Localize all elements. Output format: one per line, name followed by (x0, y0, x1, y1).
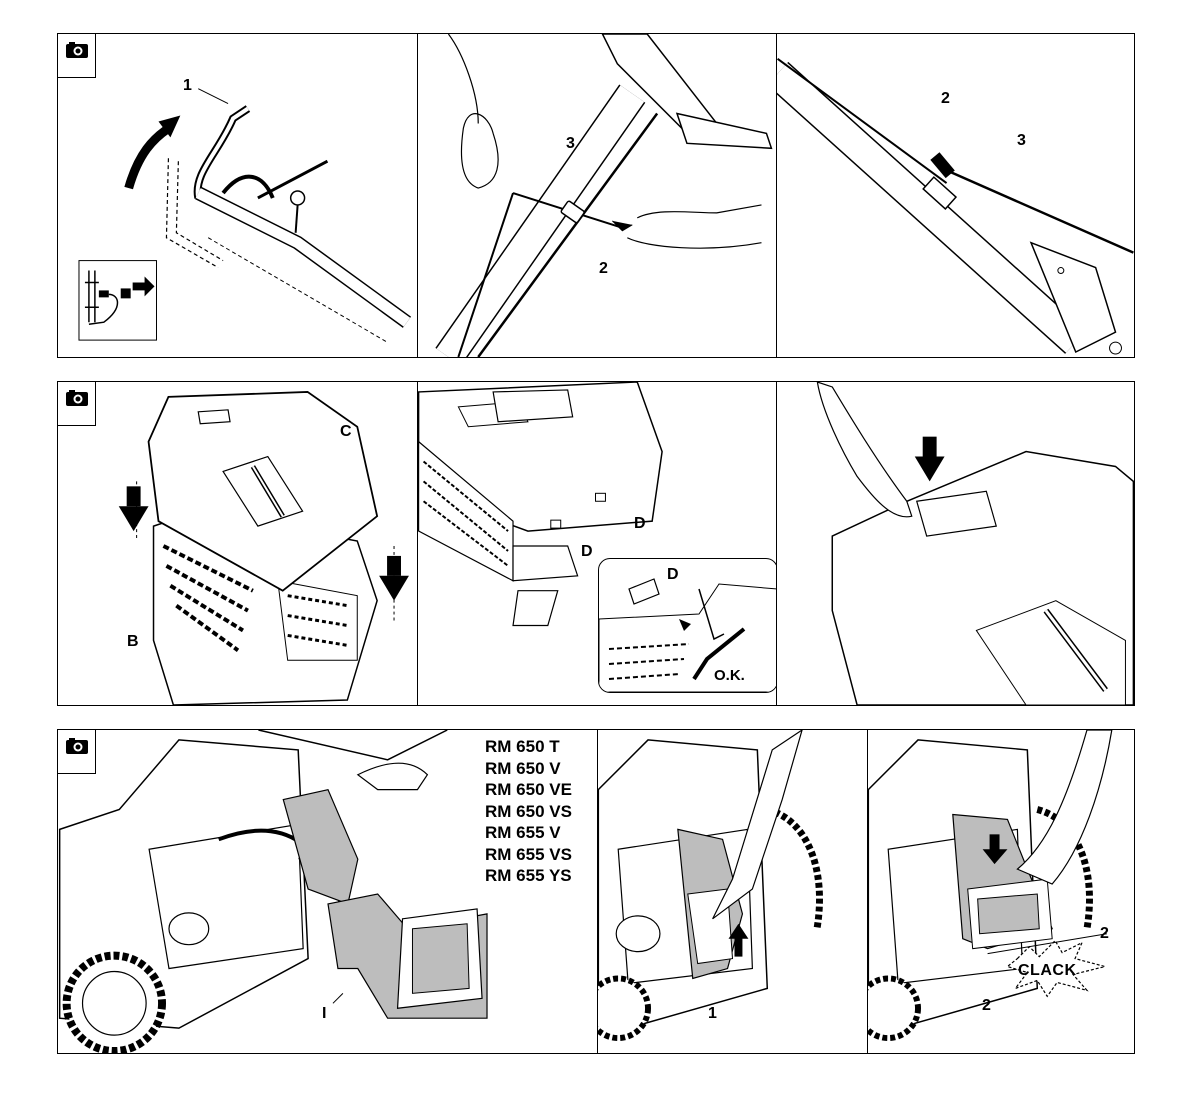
callout-2-right: 2 (1100, 926, 1109, 942)
cable-clip-illustration (418, 34, 776, 357)
bag-assembly-illustration (58, 382, 417, 705)
camera-icon-box (58, 730, 96, 774)
handle-raise-illustration (58, 34, 417, 357)
callout-b: B (127, 634, 139, 650)
press-down-illustration (777, 382, 1134, 705)
step-panel-cable-clip: 3 2 (417, 34, 776, 357)
camera-icon-box (58, 382, 96, 426)
lift-flap-illustration (598, 730, 867, 1053)
instruction-row-3: I RM 650 T RM 650 V RM 650 VE RM 650 VS … (57, 729, 1135, 1054)
model-name: RM 655 VS (485, 844, 572, 866)
model-list: RM 650 T RM 650 V RM 650 VE RM 650 VS RM… (485, 736, 572, 887)
callout-3: 3 (566, 136, 575, 152)
callout-1: 1 (708, 1006, 717, 1022)
step-panel-cable-fastened: 2 3 (776, 34, 1134, 357)
step-panel-bag-assembly: C B (58, 382, 417, 705)
camera-icon (65, 389, 89, 407)
arrow-icon (915, 457, 945, 482)
instruction-row-2: C B D D D O.K. (57, 381, 1135, 706)
model-name: RM 650 VS (485, 801, 572, 823)
flap-click-illustration (868, 730, 1134, 1053)
model-name: RM 650 VE (485, 779, 572, 801)
step-panel-lift-flap: 1 (597, 730, 867, 1053)
arrow-icon (119, 506, 149, 531)
callout-2: 2 (941, 91, 950, 107)
camera-icon (65, 737, 89, 755)
step-panel-bag-pins: D D D O.K. (417, 382, 776, 705)
step-panel-flap-click: 2 2 CLACK (867, 730, 1134, 1053)
callout-2-left: 2 (982, 998, 991, 1014)
camera-icon-box (58, 34, 96, 78)
clack-label: CLACK (1018, 962, 1077, 980)
callout-2: 2 (599, 261, 608, 277)
callout-d-upper: D (634, 516, 646, 532)
step-panel-handle-raise: 1 (58, 34, 417, 357)
step-panel-press-down (776, 382, 1134, 705)
model-name: RM 655 V (485, 822, 572, 844)
instruction-row-1: 1 3 2 (57, 33, 1135, 358)
callout-i: I (322, 1006, 326, 1022)
pin-detail-illustration (599, 559, 776, 692)
callout-c: C (340, 424, 352, 440)
ok-label: O.K. (714, 667, 745, 684)
callout-d-lower: D (581, 544, 593, 560)
model-name: RM 650 V (485, 758, 572, 780)
callout-1: 1 (183, 78, 192, 94)
model-name: RM 650 T (485, 736, 572, 758)
cable-fastened-illustration (777, 34, 1134, 357)
callout-3: 3 (1017, 133, 1026, 149)
model-name: RM 655 YS (485, 865, 572, 887)
detail-inset (598, 558, 776, 693)
arrow-icon (129, 128, 169, 188)
step-panel-deflector: I RM 650 T RM 650 V RM 650 VE RM 650 VS … (58, 730, 597, 1053)
inset-callout-d: D (667, 567, 679, 583)
camera-icon (65, 41, 89, 59)
